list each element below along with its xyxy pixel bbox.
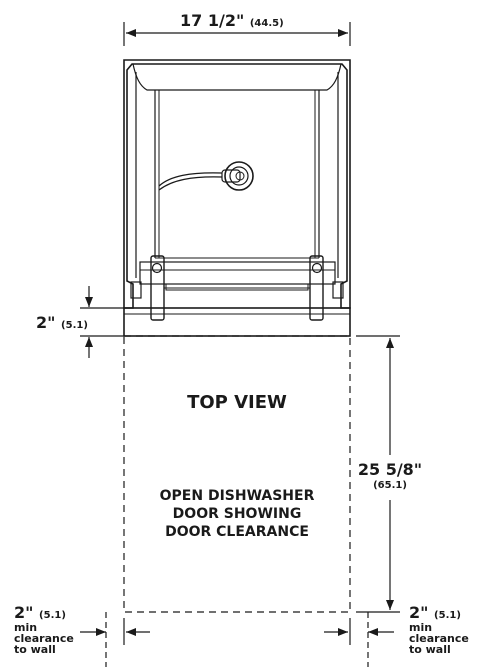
- dishwasher-outline: [123, 59, 351, 309]
- door-panel: [123, 307, 351, 337]
- power-cord: [158, 172, 223, 187]
- right-clearance-metric: (5.1): [434, 610, 461, 621]
- depth-label: 25 5/8": [357, 460, 423, 479]
- left-hinge: [150, 255, 165, 321]
- dishwasher-body: [123, 59, 351, 321]
- depth-metric: (65.1): [373, 480, 407, 491]
- open-door-clearance-outline: [123, 335, 351, 613]
- left-clearance-line-2: clearance: [14, 632, 74, 645]
- width-metric: (44.5): [249, 18, 284, 29]
- left-clearance-note: 2" (5.1) min clearance to wall: [14, 603, 74, 655]
- right-clearance-line-1: min: [409, 621, 433, 634]
- width-label-group: 17 1/2" (44.5): [180, 11, 284, 30]
- door-thickness-dimension: [80, 286, 124, 358]
- right-clearance-label: 2": [409, 603, 429, 622]
- view-title: TOP VIEW: [187, 392, 287, 413]
- left-clearance-metric: (5.1): [39, 610, 66, 621]
- width-label: 17 1/2": [180, 11, 245, 30]
- depth-dimension: [356, 335, 400, 613]
- door-description: OPEN DISHWASHER DOOR SHOWING DOOR CLEARA…: [150, 487, 324, 541]
- right-clearance-line-3: to wall: [409, 643, 451, 656]
- left-clearance-line-3: to wall: [14, 643, 56, 656]
- door-thickness-label: 2": [36, 313, 56, 332]
- left-clearance-line-1: min: [14, 621, 38, 634]
- cord-connector: [224, 161, 254, 191]
- hinge-bar: [139, 261, 336, 285]
- left-clearance-label: 2": [14, 603, 34, 622]
- bottom-clearance-dimensions: [80, 612, 394, 667]
- door-thickness-label-group: 2" (5.1): [36, 313, 88, 332]
- right-hinge: [309, 255, 324, 321]
- description-line-2: DOOR SHOWING: [172, 506, 302, 522]
- description-line-1: OPEN DISHWASHER: [159, 488, 315, 504]
- right-clearance-note: 2" (5.1) min clearance to wall: [409, 603, 469, 655]
- description-line-3: DOOR CLEARANCE: [165, 524, 309, 540]
- right-clearance-line-2: clearance: [409, 632, 469, 645]
- width-dimension: [123, 22, 351, 46]
- door-thickness-metric: (5.1): [61, 320, 88, 331]
